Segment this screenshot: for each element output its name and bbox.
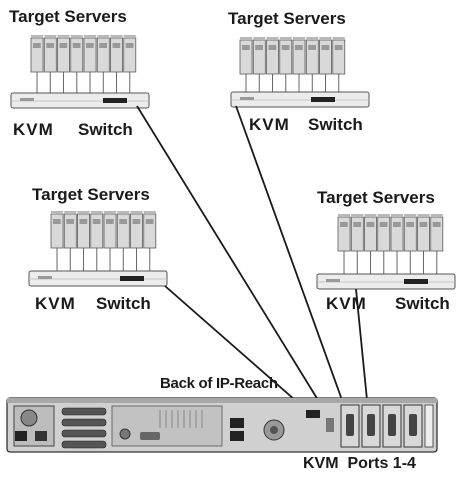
cable-switch4 <box>355 288 368 401</box>
server-unit <box>30 35 44 93</box>
server-unit <box>350 214 364 274</box>
kvm-switch-2 <box>230 91 370 108</box>
group2-kvm-label: KVM <box>249 115 290 134</box>
server-unit <box>43 35 57 93</box>
server-unit <box>63 211 77 271</box>
server-unit <box>292 37 306 92</box>
cable-switch3 <box>164 285 296 401</box>
server-unit <box>57 35 70 93</box>
server-unit <box>305 37 319 92</box>
group3-switch-label: Switch <box>96 294 151 313</box>
server-unit <box>390 214 404 274</box>
group1-switch-label: Switch <box>78 120 133 139</box>
server-unit <box>266 37 279 92</box>
server-unit <box>403 214 417 274</box>
group4-kvm-label: KVM <box>326 294 367 313</box>
server-unit <box>116 211 130 271</box>
cable-switch2 <box>235 105 343 401</box>
kvm-switch-3 <box>28 270 168 287</box>
kvm-switch-4 <box>316 273 456 290</box>
group2-switch-label: Switch <box>308 115 363 134</box>
group1-kvm-label: KVM <box>13 120 54 139</box>
server-unit <box>337 214 351 274</box>
server-unit <box>143 211 157 271</box>
server-unit <box>103 211 117 271</box>
server-unit <box>70 35 84 93</box>
server-unit <box>50 211 64 271</box>
kvm-ports-label: KVM Ports 1-4 <box>303 455 416 472</box>
group4-title: Target Servers <box>317 188 435 207</box>
server-unit <box>110 35 123 93</box>
server-unit <box>77 211 90 271</box>
server-unit <box>83 35 97 93</box>
cable-switch1 <box>136 105 319 401</box>
server-rack-4 <box>337 214 444 274</box>
server-unit <box>319 37 332 92</box>
kvm-switch-1 <box>10 92 150 109</box>
server-unit <box>123 35 137 93</box>
group3-kvm-label: KVM <box>35 294 76 313</box>
connection-cables <box>136 105 368 401</box>
server-unit <box>377 214 391 274</box>
ip-reach-chassis <box>6 397 438 453</box>
server-unit <box>239 37 253 92</box>
server-unit <box>90 211 104 271</box>
server-unit <box>430 214 444 274</box>
server-rack-3 <box>50 211 157 271</box>
group3-title: Target Servers <box>32 185 150 204</box>
server-unit <box>364 214 377 274</box>
server-unit <box>417 214 430 274</box>
ip-reach-caption: Back of IP-Reach <box>160 375 278 392</box>
group1-title: Target Servers <box>9 7 127 26</box>
server-unit <box>96 35 110 93</box>
server-unit <box>252 37 266 92</box>
group4-switch-label: Switch <box>395 294 450 313</box>
server-unit <box>332 37 346 92</box>
server-unit <box>130 211 143 271</box>
server-rack-2 <box>239 37 346 92</box>
group2-title: Target Servers <box>228 9 346 28</box>
server-unit <box>279 37 293 92</box>
server-rack-1 <box>30 35 137 93</box>
